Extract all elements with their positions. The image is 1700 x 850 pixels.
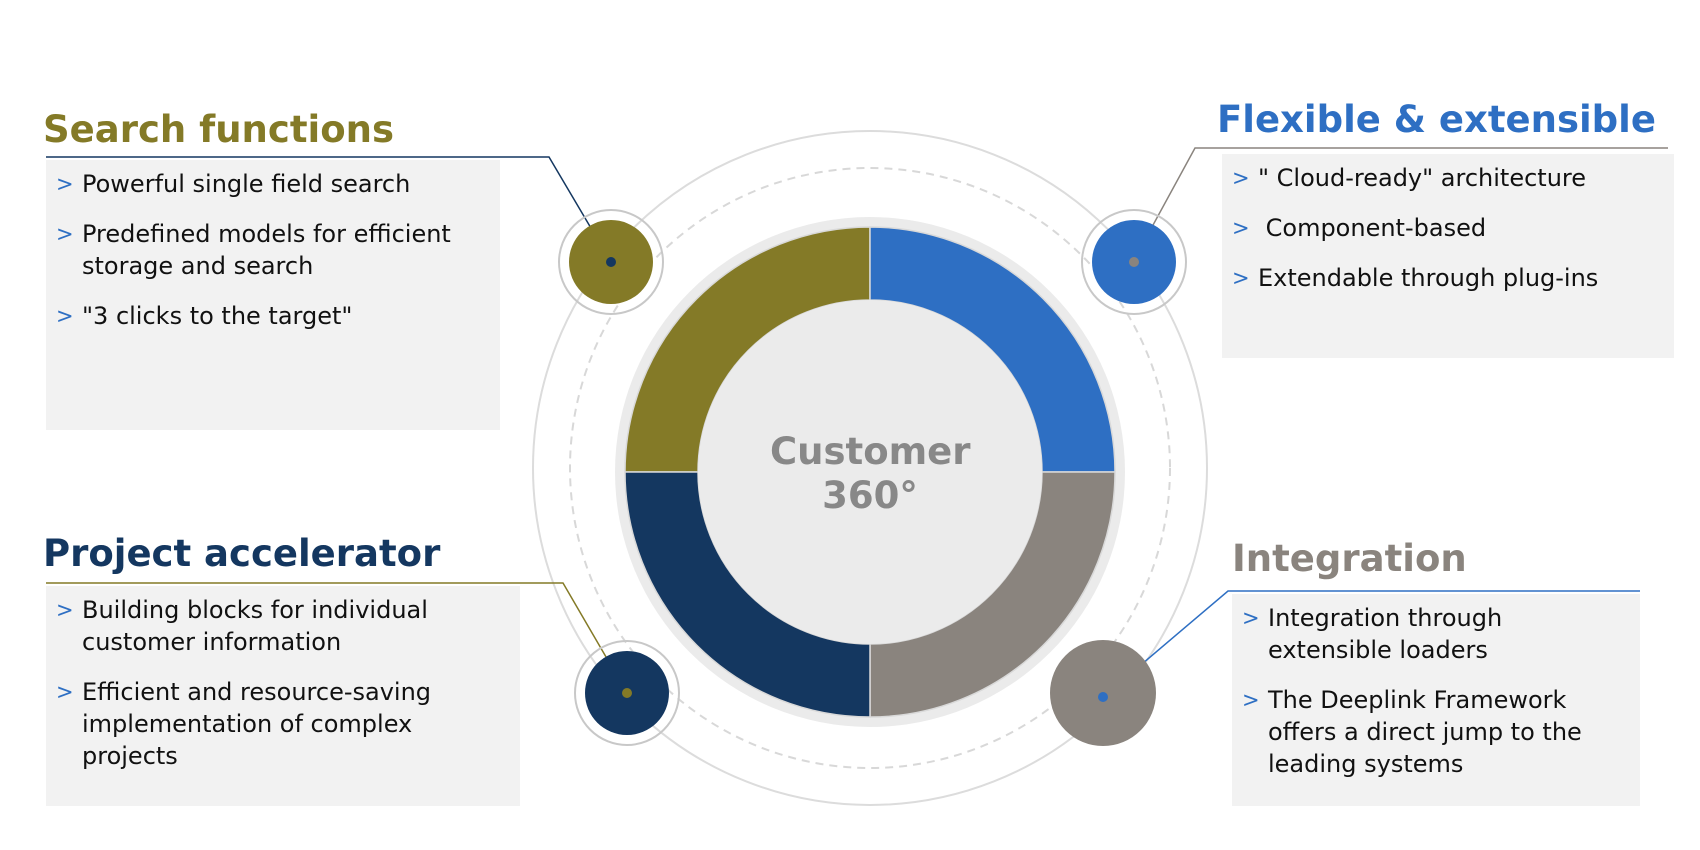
section-box-project: > Building blocks for individual customer… [46, 586, 520, 806]
node-dot-project [622, 688, 632, 698]
list-item-text: Efficient and resource-saving implementa… [82, 678, 432, 770]
center-label: Customer 360° [770, 430, 971, 518]
list-item-text: Integration through extensible loaders [1268, 604, 1503, 664]
node-dot-flexible [1129, 257, 1139, 267]
chevron-right-icon: > [56, 598, 74, 622]
chevron-right-icon: > [1232, 166, 1250, 190]
node-dot-search [606, 257, 616, 267]
chevron-right-icon: > [56, 172, 74, 196]
center-label-line2: 360° [822, 474, 918, 517]
list-item: > Extendable through plug-ins [1232, 262, 1660, 294]
chevron-right-icon: > [56, 222, 74, 246]
list-item-text: The Deeplink Framework offers a direct j… [1268, 686, 1582, 778]
list-item: > " Cloud-ready" architecture [1232, 162, 1660, 194]
list-item-text: Extendable through plug-ins [1258, 264, 1599, 292]
list-item-text: Building blocks for individual customer … [82, 596, 428, 656]
bullet-list-flexible: > " Cloud-ready" architecture > Component… [1232, 162, 1660, 294]
list-item-text: Predefined models for efficient storage … [82, 220, 451, 280]
outer-ring [532, 130, 1208, 806]
chevron-right-icon: > [1242, 688, 1260, 712]
chevron-right-icon: > [56, 304, 74, 328]
node-ring-project [574, 640, 680, 746]
connector-line-project [46, 582, 628, 694]
bullet-list-integration: >Integration through extensible loaders … [1242, 602, 1626, 780]
donut-center [698, 300, 1042, 644]
list-item: > Powerful single field search [56, 168, 486, 200]
list-item: > Efficient and resource-saving implement… [56, 676, 506, 772]
list-item-text: " Cloud-ready" architecture [1258, 164, 1587, 192]
bullet-list-project: > Building blocks for individual customer… [56, 594, 506, 772]
center-label-line1: Customer [770, 430, 971, 473]
list-item-text: Powerful single field search [82, 170, 411, 198]
list-item: > Integration through extensible loaders [1242, 602, 1626, 666]
section-box-search: > Powerful single field search > Predefine… [46, 160, 500, 430]
section-box-integration: >Integration through extensible loaders … [1232, 594, 1640, 806]
list-item-text: "3 clicks to the target" [82, 302, 353, 330]
list-item: > Predefined models for efficient storage… [56, 218, 486, 282]
section-title-flexible: Flexible & extensible [1217, 98, 1656, 141]
list-item: > Building blocks for individual customer… [56, 594, 506, 658]
node-dot-integration [1098, 692, 1108, 702]
bullet-list-search: > Powerful single field search > Predefine… [56, 168, 486, 332]
connector-line-flexible [1133, 147, 1668, 261]
dashed-ring [569, 167, 1171, 769]
section-title-search: Search functions [43, 108, 394, 151]
chevron-right-icon: > [1232, 266, 1250, 290]
chevron-right-icon: > [1242, 606, 1260, 630]
list-item: > Component-based [1232, 212, 1660, 244]
section-box-flexible: > " Cloud-ready" architecture > Component… [1222, 154, 1674, 358]
list-item-text: Component-based [1258, 214, 1487, 242]
node-ring-search [558, 209, 664, 315]
node-ring-flexible [1081, 209, 1187, 315]
chevron-right-icon: > [56, 680, 74, 704]
section-title-integration: Integration [1232, 537, 1467, 580]
chevron-right-icon: > [1232, 216, 1250, 240]
section-title-project: Project accelerator [43, 532, 441, 575]
list-item: > The Deeplink Framework offers a direct … [1242, 684, 1626, 780]
list-item: > "3 clicks to the target" [56, 300, 486, 332]
